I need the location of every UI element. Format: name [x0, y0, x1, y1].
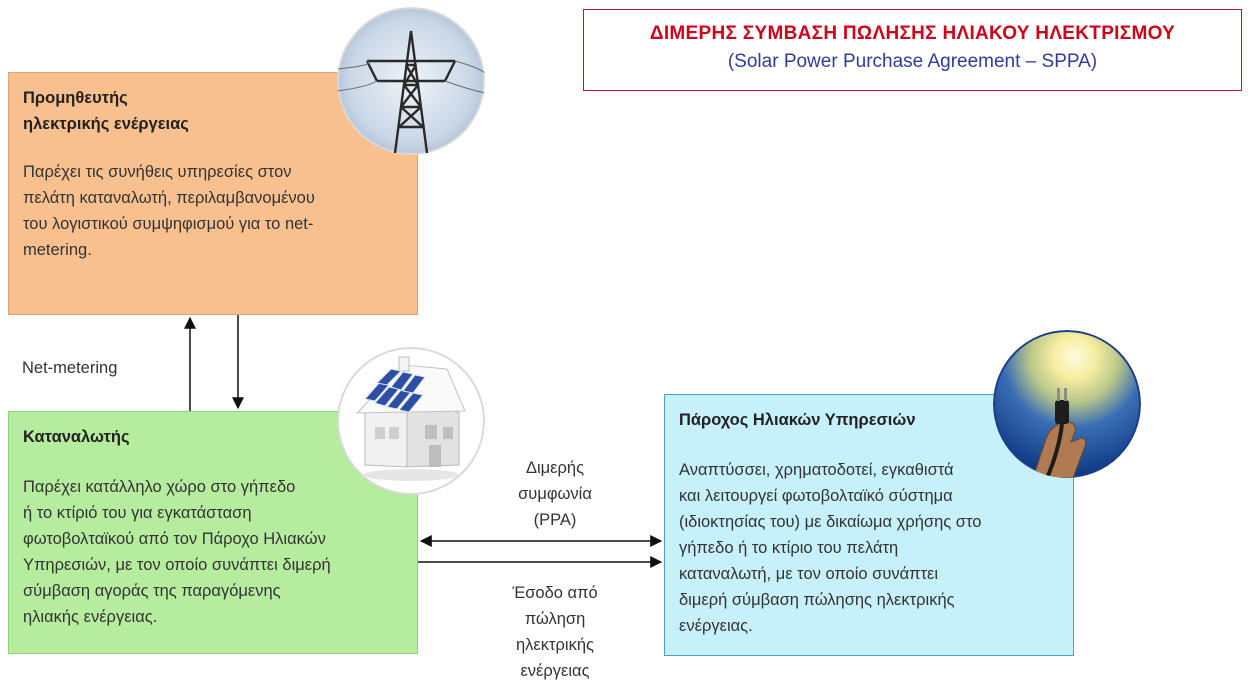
income-label-line: ενέργειας	[520, 662, 590, 680]
power-tower-icon	[337, 7, 485, 155]
consumer-text-line: ηλιακής ενέργειας.	[23, 608, 158, 626]
consumer-text-line: φωτοβολταϊκού από τον Πάροχο Ηλιακών	[23, 530, 326, 548]
income-label-line: ηλεκτρικής	[516, 636, 594, 654]
provider-text-line: και λειτουργεί φωτοβολταϊκό σύστημα	[679, 487, 953, 505]
agreement-label-line: (PPA)	[533, 511, 577, 529]
solar-house-image	[337, 347, 485, 495]
agreement-label-line: συμφωνία	[518, 485, 592, 503]
power-tower-image	[337, 7, 485, 155]
sun-plug-image	[993, 330, 1141, 478]
consumer-text-line: Υπηρεσιών, με τον οποίο συνάπτει διμερή	[23, 556, 331, 574]
hand-plug-sun-icon	[993, 330, 1141, 478]
supplier-description: Παρέχει τις συνήθεις υπηρεσίες στον πελά…	[23, 159, 315, 263]
solar-house-icon	[337, 347, 485, 495]
income-label-line: Έσοδο από	[512, 584, 598, 602]
consumer-text-line: Παρέχει κατάλληλο χώρο στο γήπεδο	[23, 478, 296, 496]
income-label-line: πώληση	[524, 610, 586, 628]
net-metering-label: Net-metering	[22, 359, 118, 377]
title-box: ΔΙΜΕΡΗΣ ΣΥΜΒΑΣΗ ΠΩΛΗΣΗΣ ΗΛΙΑΚΟΥ ΗΛΕΚΤΡΙΣ…	[583, 9, 1242, 91]
supplier-title-line-2: ηλεκτρικής ενέργειας	[23, 115, 189, 133]
diagram-title: ΔΙΜΕΡΗΣ ΣΥΜΒΑΣΗ ΠΩΛΗΣΗΣ ΗΛΙΑΚΟΥ ΗΛΕΚΤΡΙΣ…	[649, 23, 1176, 44]
provider-description: Αναπτύσσει, χρηματοδοτεί, εγκαθιστά και …	[679, 457, 981, 639]
provider-text-line: διμερή σύμβαση πώλησης ηλεκτρικής	[679, 591, 955, 609]
supplier-text-line: του λογιστικού συμψηφισμού για το net-	[23, 215, 314, 233]
agreement-label: Διμερής συμφωνία (PPA)	[500, 455, 610, 533]
consumer-title: Καταναλωτής	[23, 428, 130, 446]
provider-text-line: (ιδιοκτησίας του) με δικαίωμα χρήσης στο	[679, 513, 982, 531]
income-label: Έσοδο από πώληση ηλεκτρικής ενέργειας	[490, 580, 620, 684]
supplier-text-line: metering.	[23, 241, 92, 259]
supplier-title-line-1: Προμηθευτής	[23, 89, 128, 107]
agreement-label-line: Διμερής	[525, 459, 585, 477]
provider-text-line: καταναλωτή, με τον οποίο συνάπτει	[679, 565, 939, 583]
supplier-title: Προμηθευτής ηλεκτρικής ενέργειας	[23, 85, 189, 137]
supplier-text-line: πελάτη καταναλωτή, περιλαμβανομένου	[23, 189, 315, 207]
consumer-text-line: ή το κτίριό του για εγκατάσταση	[23, 504, 252, 522]
supplier-text-line: Παρέχει τις συνήθεις υπηρεσίες στον	[23, 163, 292, 181]
consumer-description: Παρέχει κατάλληλο χώρο στο γήπεδο ή το κ…	[23, 474, 331, 630]
provider-text-line: γήπεδο ή το κτίριο του πελάτη	[679, 539, 899, 557]
provider-text-line: ενέργειας.	[679, 617, 753, 635]
diagram-subtitle: (Solar Power Purchase Agreement – SPPA)	[727, 51, 1098, 72]
provider-title: Πάροχος Ηλιακών Υπηρεσιών	[679, 411, 916, 429]
provider-text-line: Αναπτύσσει, χρηματοδοτεί, εγκαθιστά	[679, 461, 954, 479]
consumer-text-line: σύμβαση αγοράς της παραγόμενης	[23, 582, 281, 600]
